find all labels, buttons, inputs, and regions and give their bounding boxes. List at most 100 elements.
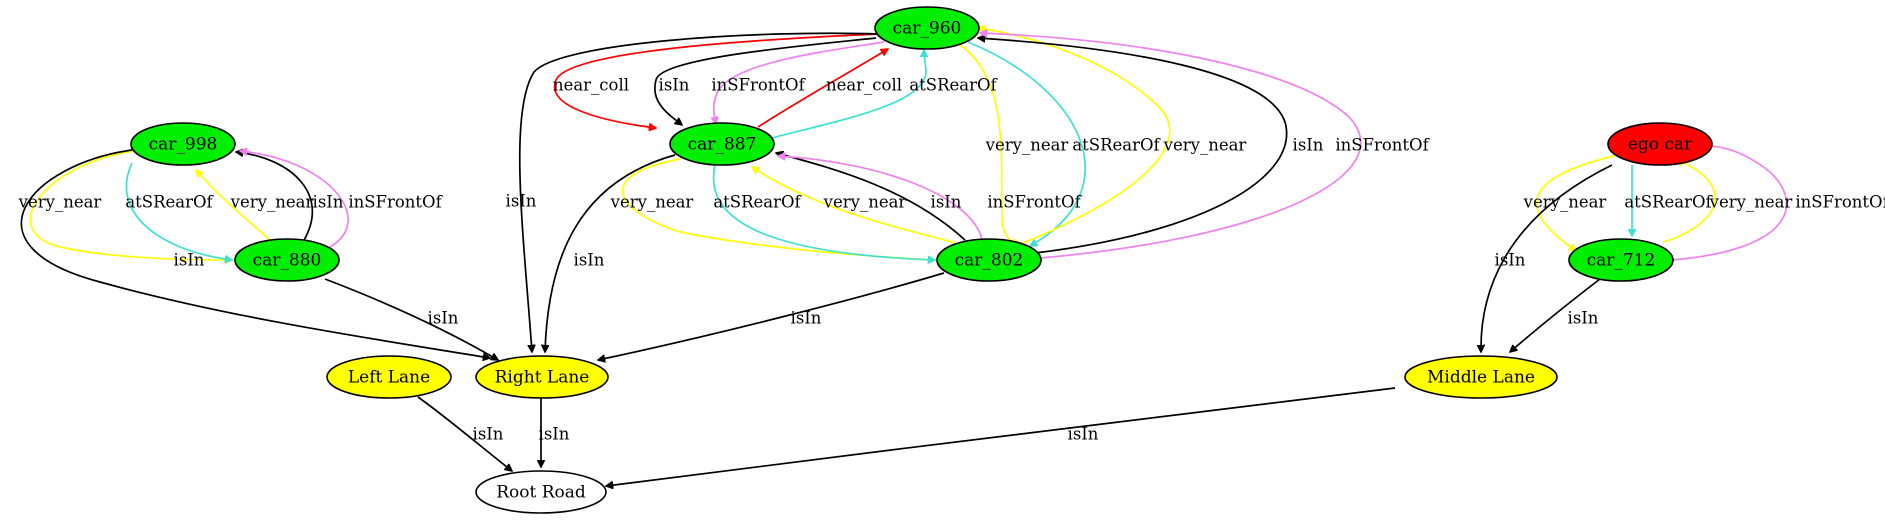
edge-label: isIn <box>659 76 690 95</box>
edge-label: very_near <box>18 193 102 212</box>
edge-label: inSFrontOf <box>348 193 443 212</box>
node-label: car_880 <box>253 251 322 271</box>
node-car-712[interactable]: car_712 <box>1568 238 1674 282</box>
nodes-layer: car_960 car_998 car_887 ego car car_880 car_8… <box>130 6 1713 514</box>
node-ellipse <box>1568 238 1674 282</box>
node-middle-lane[interactable]: Middle Lane <box>1404 355 1558 399</box>
edge-car-802-to-car-960 <box>978 38 1288 254</box>
edge-car-802-to-car-887 <box>776 153 966 241</box>
edge-label: very_near <box>1163 136 1247 155</box>
edge-label: isIn <box>1068 425 1099 444</box>
node-ellipse <box>326 355 452 399</box>
edge-car-887-to-car-960 <box>757 49 888 128</box>
edge-label: isIn <box>174 251 205 270</box>
edge-car-802-to-right-lane <box>598 272 945 360</box>
node-ellipse <box>475 355 609 399</box>
edge-car-880-to-car-998 <box>236 152 314 241</box>
node-left-lane[interactable]: Left Lane <box>326 355 452 399</box>
edge-car-960-to-car-802 <box>959 44 1020 244</box>
edge-car-712-to-ego-car <box>1663 160 1716 243</box>
edge-ego-car-to-car-712 <box>1535 154 1619 251</box>
edge-ego-car-to-middle-lane <box>1481 164 1613 352</box>
edge-label: atSRearOf <box>125 193 214 212</box>
edge-label: isIn <box>1568 309 1599 328</box>
node-label: Middle Lane <box>1427 368 1535 388</box>
edge-middle-lane-to-root-road <box>606 387 1396 486</box>
node-ellipse <box>234 238 340 282</box>
edge-car-998-to-car-880 <box>29 149 232 260</box>
node-ellipse <box>475 470 607 514</box>
edge-car-802-to-car-960 <box>980 33 1362 259</box>
node-label: Left Lane <box>348 368 430 388</box>
edge-car-960-to-car-887 <box>714 41 885 124</box>
node-car-998[interactable]: car_998 <box>130 122 236 166</box>
edge-label: atSRearOf <box>1072 136 1161 155</box>
edge-car-960-to-car-887 <box>553 33 879 128</box>
node-label: ego car <box>1628 135 1693 155</box>
edge-label: near_coll <box>826 76 902 95</box>
edge-car-802-to-car-960 <box>978 28 1171 249</box>
node-car-880[interactable]: car_880 <box>234 238 340 282</box>
node-label: car_998 <box>149 135 218 155</box>
edge-label: very_near <box>1709 193 1793 212</box>
node-label: car_960 <box>893 19 962 39</box>
edge-car-880-to-right-lane <box>324 278 498 360</box>
edge-car-880-to-car-998 <box>240 151 349 248</box>
edge-label: isIn <box>1293 136 1324 155</box>
edge-car-960-to-right-lane <box>518 32 879 352</box>
edge-label: isIn <box>791 309 822 328</box>
node-label: car_887 <box>688 135 757 155</box>
edge-car-712-to-middle-lane <box>1510 278 1601 352</box>
node-car-960[interactable]: car_960 <box>874 6 980 50</box>
edge-label: inSFrontOf <box>711 76 806 95</box>
edge-label: isIn <box>473 425 504 444</box>
edge-label: isIn <box>931 193 962 212</box>
edge-label: isIn <box>539 425 570 444</box>
edge-label: very_near <box>985 136 1069 155</box>
node-car-887[interactable]: car_887 <box>669 122 775 166</box>
node-right-lane[interactable]: Right Lane <box>475 355 609 399</box>
node-ellipse <box>1607 122 1713 166</box>
node-label: Root Road <box>496 483 586 503</box>
node-label: car_802 <box>955 251 1024 271</box>
edge-car-998-to-car-880 <box>125 162 232 260</box>
edge-label: isIn <box>428 309 459 328</box>
edge-car-802-to-car-887 <box>778 156 983 240</box>
node-car-802[interactable]: car_802 <box>936 238 1042 282</box>
node-ellipse <box>874 6 980 50</box>
node-ellipse <box>669 122 775 166</box>
node-ellipse <box>130 122 236 166</box>
edge-label: near_coll <box>553 76 629 95</box>
edge-car-887-to-car-802 <box>712 164 935 260</box>
edge-label: isIn <box>574 251 605 270</box>
edge-car-802-to-car-887 <box>752 167 956 244</box>
edge-label: inSFrontOf <box>1795 193 1885 212</box>
edge-car-960-to-car-887 <box>653 37 877 125</box>
node-label: Right Lane <box>495 368 590 388</box>
edges-layer <box>20 28 1788 486</box>
edge-car-998-to-right-lane <box>20 149 490 358</box>
edge-label: inSFrontOf <box>987 193 1082 212</box>
edge-left-lane-to-root-road <box>417 396 512 471</box>
edge-car-887-to-right-lane <box>545 154 676 352</box>
edge-label: very_near <box>230 193 314 212</box>
edge-label: atSRearOf <box>1624 193 1713 212</box>
node-root-road[interactable]: Root Road <box>475 470 607 514</box>
edge-label: very_near <box>610 193 694 212</box>
node-ellipse <box>1404 355 1558 399</box>
edge-car-880-to-car-998 <box>196 170 271 241</box>
node-ellipse <box>936 238 1042 282</box>
edge-label: very_near <box>823 193 907 212</box>
edge-car-960-to-car-802 <box>967 41 1086 246</box>
node-label: car_712 <box>1587 251 1656 271</box>
edge-label: atSRearOf <box>909 76 998 95</box>
edge-label: inSFrontOf <box>1335 136 1430 155</box>
edge-label: isIn <box>313 193 344 212</box>
edge-label: isIn <box>506 192 537 211</box>
node-ego-car[interactable]: ego car <box>1607 122 1713 166</box>
edge-label: very_near <box>1523 193 1607 212</box>
edge-car-887-to-car-960 <box>771 50 926 139</box>
edge-label: atSRearOf <box>713 193 802 212</box>
